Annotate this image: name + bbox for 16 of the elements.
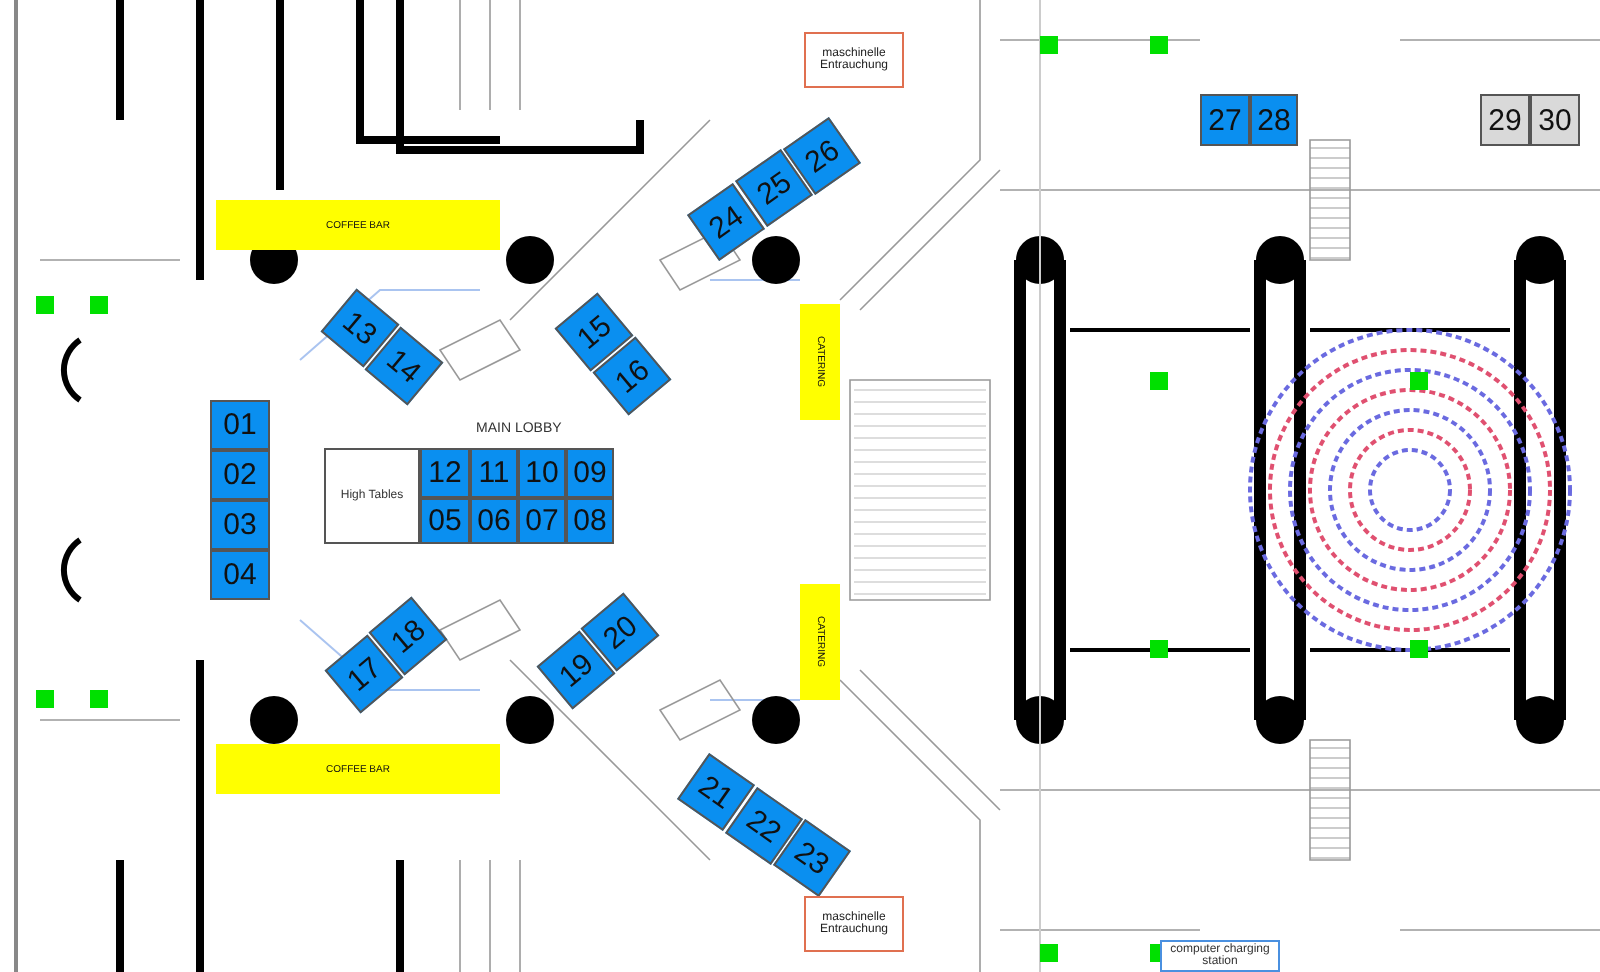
exhibit-booth: 03 <box>210 500 270 550</box>
exhibit-booth: 05 <box>420 498 470 544</box>
exhibit-booth: 04 <box>210 550 270 600</box>
exhibit-booth: 11 <box>470 448 518 498</box>
exhibit-booth: 12 <box>420 448 470 498</box>
exhibit-booth: 07 <box>518 498 566 544</box>
exhibit-booth: 09 <box>566 448 614 498</box>
exhibit-booth: 06 <box>470 498 518 544</box>
exhibit-booth: 30 <box>1530 94 1580 146</box>
exhibit-booth: 28 <box>1250 94 1298 146</box>
exhibit-booth: 10 <box>518 448 566 498</box>
exhibit-booth: 08 <box>566 498 614 544</box>
exhibit-booth: 01 <box>210 400 270 450</box>
exhibit-booth: 02 <box>210 450 270 500</box>
exhibit-booth: 27 <box>1200 94 1250 146</box>
exhibit-booth: 29 <box>1480 94 1530 146</box>
